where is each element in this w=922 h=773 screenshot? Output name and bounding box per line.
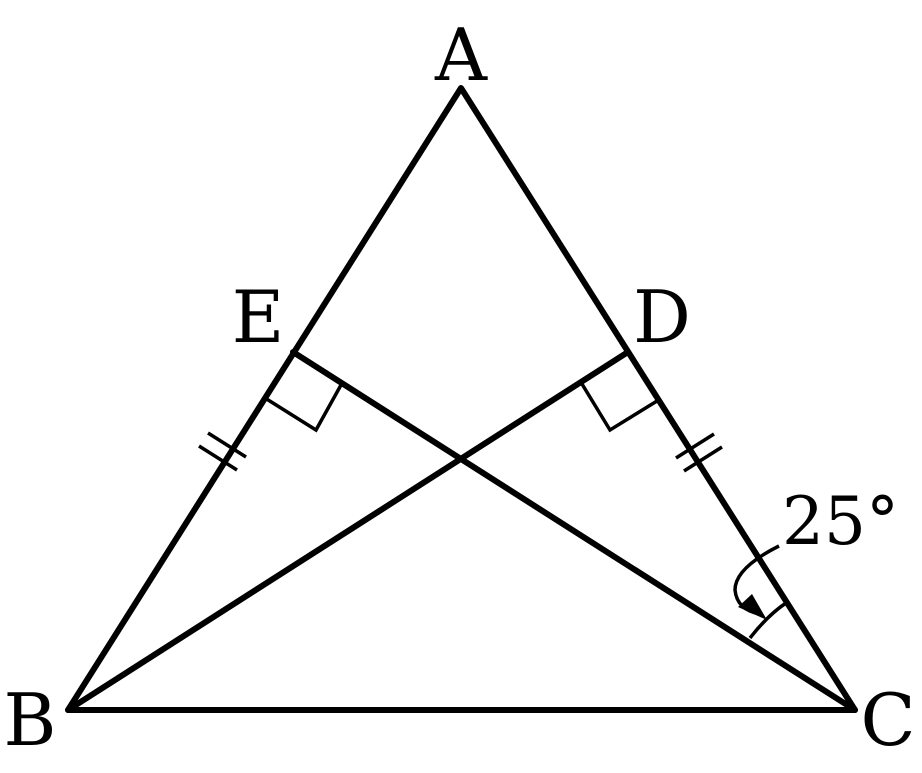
angle-arc-c xyxy=(748,601,787,640)
label-e: E xyxy=(232,275,285,359)
arrow-head-icon xyxy=(738,594,767,620)
label-d: D xyxy=(633,275,691,359)
right-angle-marker-e xyxy=(264,384,343,433)
tick-mark-dc-1 xyxy=(675,432,715,460)
label-b: B xyxy=(4,678,57,762)
angle-label: 25° xyxy=(782,483,899,560)
label-a: A xyxy=(434,13,488,97)
segment-bd xyxy=(65,349,631,713)
tick-mark-be-2 xyxy=(207,431,247,459)
segment-ec xyxy=(290,349,858,713)
right-angle-marker-d xyxy=(580,383,658,433)
tick-mark-dc-2 xyxy=(683,445,723,473)
tick-mark-be-1 xyxy=(198,444,238,472)
triangle-abc xyxy=(65,85,858,713)
label-c: C xyxy=(860,678,915,762)
